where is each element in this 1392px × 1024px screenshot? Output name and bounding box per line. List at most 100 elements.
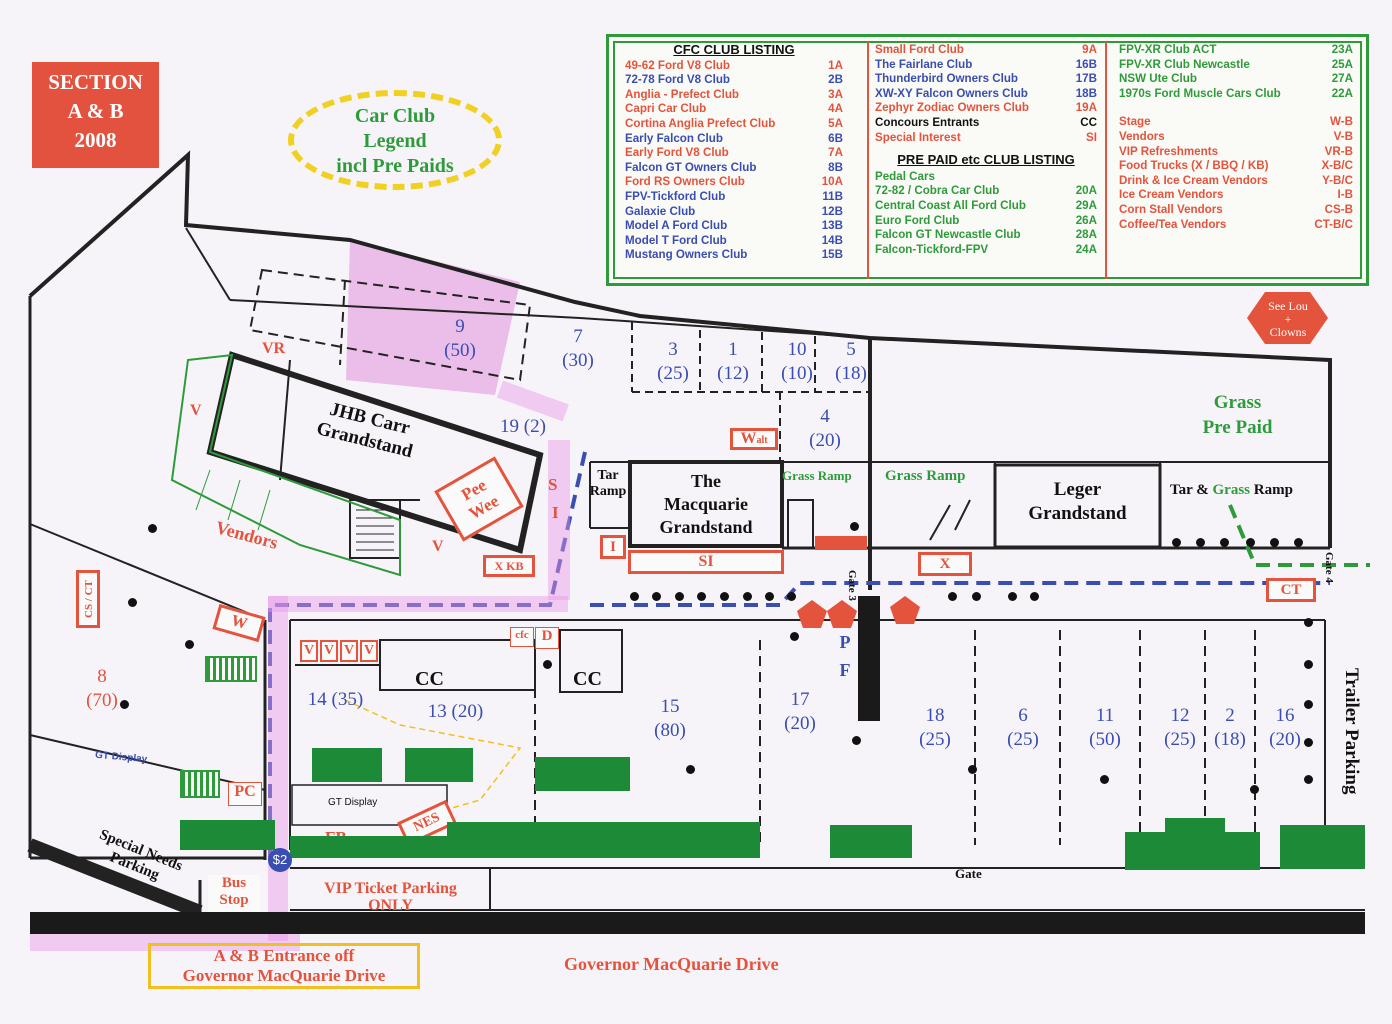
cfc-club-name: Model A Ford Club (625, 219, 728, 233)
club-code: 16B (1075, 57, 1097, 71)
parking-lot-5: 10(10) (772, 338, 822, 386)
vendor-v-box: V (360, 640, 378, 662)
cfc-club-code: 6B (828, 131, 843, 145)
club-code: CC (1080, 115, 1097, 129)
club-code: 18B (1075, 86, 1097, 100)
club-code: 23A (1331, 43, 1353, 56)
club-row: Concours Entrants CC (875, 116, 1097, 131)
cfc-club-name: 49-62 Ford V8 Club (625, 58, 731, 72)
club-code: 9A (1082, 43, 1097, 56)
pf-label: P F (839, 632, 851, 680)
tar-grass-ramp-label: Tar & Grass Ramp (1170, 482, 1293, 498)
marker-dot (972, 592, 981, 601)
lot-capacity: (20) (784, 713, 816, 734)
cfc-club-code: 1A (828, 58, 843, 72)
lot-number: 10 (787, 339, 807, 360)
section-badge-line2: A & B (67, 99, 124, 123)
marker-dot (697, 592, 706, 601)
prepaid-club-row: Pedal Cars (875, 170, 1097, 185)
see-lou-text: See Lou+Clowns (1268, 299, 1308, 339)
lot-number: 9 (455, 316, 465, 337)
facility-code: W-B (1330, 115, 1353, 129)
club-code: 17B (1075, 72, 1097, 86)
blue-walk-path (268, 451, 587, 860)
parking-lot-8: 19 (2) (488, 415, 558, 439)
ct-box: CT (1266, 578, 1316, 602)
lot-number: 3 (668, 339, 678, 360)
v-bottom-label: V (432, 538, 444, 555)
facility-code: I-B (1337, 188, 1353, 202)
lot-capacity: (50) (1089, 729, 1121, 750)
cfc-club-name: Capri Car Club (625, 102, 707, 116)
marker-dot (675, 592, 684, 601)
facility-code: VR-B (1324, 144, 1353, 158)
marker-dot (1250, 785, 1259, 794)
cc1-label: CC (415, 668, 444, 690)
w-alt-box: Walt (730, 428, 778, 450)
gate3-label: Gate 3 (846, 570, 858, 601)
marker-dot (148, 524, 157, 533)
marker-dot (1304, 775, 1313, 784)
cfc-club-code: 7A (828, 146, 843, 160)
cfc-club-code: 4A (828, 102, 843, 116)
marker-dot (1008, 592, 1017, 601)
green-field-8 (1125, 832, 1260, 870)
club-name: Concours Entrants (875, 115, 980, 129)
cfc-club-name: Ford RS Owners Club (625, 175, 745, 189)
club-name: Zephyr Zodiac Owners Club (875, 101, 1029, 115)
lot-number: 15 (660, 696, 680, 717)
tar-ramp-label: Tar Ramp (589, 468, 627, 499)
prepaid-club-name: 72-82 / Cobra Car Club (875, 184, 1000, 198)
parking-lot-10: 14 (35) (298, 688, 373, 712)
club-name: 1970s Ford Muscle Cars Club (1119, 86, 1281, 100)
cfc-club-row: Capri Car Club 4A (625, 102, 843, 117)
prepaid-club-name: Falcon GT Newcastle Club (875, 228, 1021, 242)
cfc-club-name: Mustang Owners Club (625, 248, 748, 262)
parking-lot-16: 11(50) (1080, 704, 1130, 752)
parking-lot-6: 5(18) (826, 338, 876, 386)
road-name-label: Governor MacQuarie Drive (564, 954, 779, 974)
x-box: X (918, 552, 972, 576)
parking-lot-1: 9(50) (430, 315, 490, 363)
club-name: FPV-XR Club Newcastle (1119, 57, 1250, 71)
prepaid-club-name: Pedal Cars (875, 169, 935, 183)
lot-capacity: (18) (835, 363, 867, 384)
lot-number: 18 (925, 705, 945, 726)
car-club-legend-oval: Car Club Legend incl Pre Paids (288, 90, 502, 190)
parking-lot-17: 12(25) (1155, 704, 1205, 752)
parking-lot-18: 2(18) (1210, 704, 1250, 752)
marker-dot (1270, 538, 1279, 547)
cfc-club-code: 15B (821, 248, 843, 262)
cfc-club-name: Galaxie Club (625, 204, 696, 218)
section-badge: SECTION A & B 2008 (32, 62, 159, 168)
lot-capacity: (20) (1269, 729, 1301, 750)
red-block (815, 536, 867, 550)
marker-dot (1196, 538, 1205, 547)
parking-lot-4: 1(12) (708, 338, 758, 386)
marker-dot (948, 592, 957, 601)
s-label: S (548, 475, 558, 494)
lot-number: 12 (1170, 705, 1190, 726)
marker-dot (968, 765, 977, 774)
cfc-club-code: 5A (828, 116, 843, 130)
lot-capacity: (80) (654, 720, 686, 741)
section-badge-line1: SECTION (48, 70, 143, 94)
prepaid-club-name: Euro Ford Club (875, 213, 960, 227)
marker-dot (1030, 592, 1039, 601)
marker-dot (128, 598, 137, 607)
club-legend-line1: Car Club (354, 105, 436, 127)
